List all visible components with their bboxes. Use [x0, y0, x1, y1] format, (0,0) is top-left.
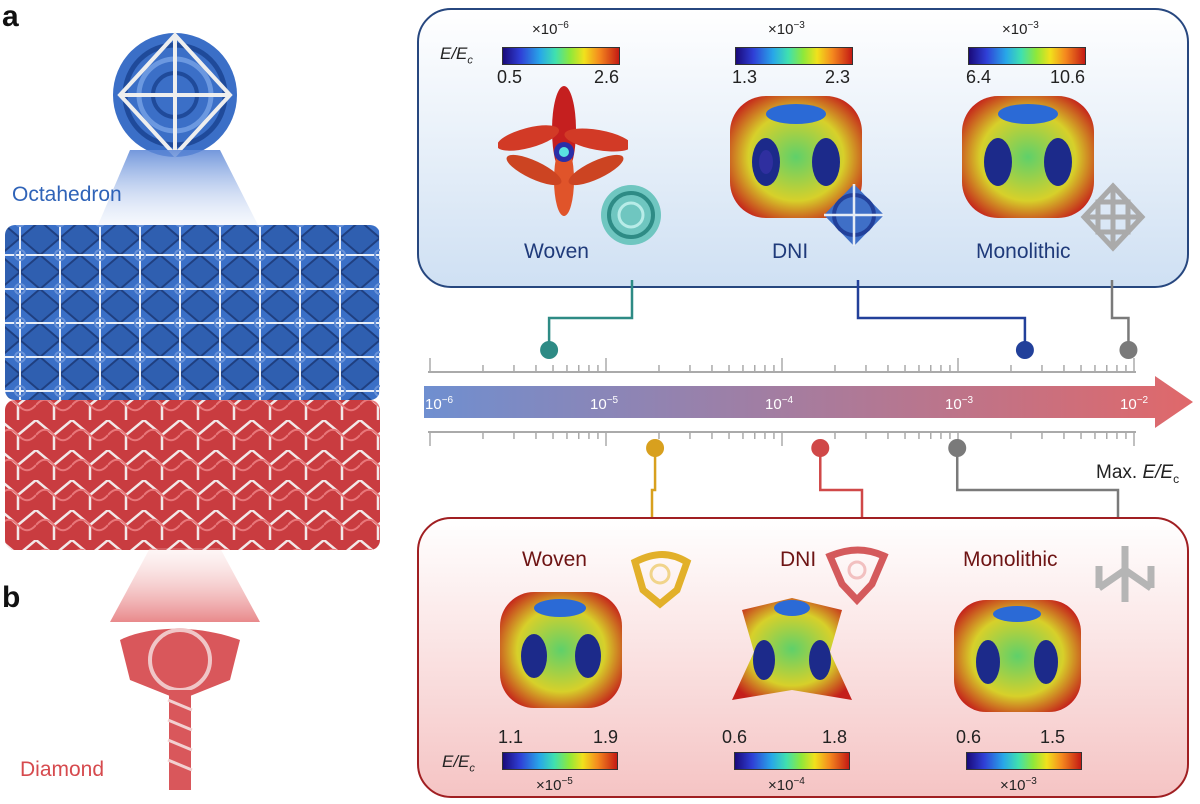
axis-title: Max. E/Ec	[1096, 462, 1180, 486]
bottom-dni-scale: ×10−4	[768, 776, 805, 794]
axis-tick-1e-4: 10−4	[765, 395, 794, 413]
bottom-dni-stiffness-surface	[732, 598, 852, 700]
bottom-woven-colorbar	[502, 752, 618, 770]
bottom-dni-name: DNI	[780, 548, 817, 571]
top-woven-max: 2.6	[594, 67, 620, 87]
axis-tick-1e-6: 10−6	[425, 395, 454, 413]
bottom-dni-min: 0.6	[722, 727, 748, 747]
top-monolithic-scale: ×10−3	[1002, 20, 1039, 38]
bottom-woven-marker	[646, 439, 665, 457]
top-dni-colorbar	[735, 47, 853, 65]
bottom-ratio-label: E/Ec	[442, 752, 475, 775]
top-dni-max: 2.3	[825, 67, 851, 87]
diamond-lattice	[5, 400, 380, 550]
top-dni-unit-cell-icon	[824, 184, 884, 246]
bottom-woven-name: Woven	[522, 548, 587, 571]
bottom-monolithic-marker	[948, 439, 967, 457]
top-woven-unit-cell-icon	[601, 185, 661, 245]
octahedron-unit-cell-icon	[113, 32, 237, 158]
top-monolithic-colorbar	[968, 47, 1086, 65]
top-dni-marker-leader	[856, 280, 1027, 350]
top-woven-marker	[540, 341, 559, 359]
top-dni-marker	[1015, 341, 1034, 359]
top-woven-colorbar	[502, 47, 620, 65]
bottom-woven-max: 1.9	[593, 727, 619, 747]
top-monolithic-stiffness-surface	[962, 96, 1094, 218]
top-woven-name: Woven	[524, 240, 589, 263]
axis-tick-1e-2: 10−2	[1120, 395, 1149, 413]
top-monolithic-min: 6.4	[966, 67, 992, 87]
octahedron-lattice	[5, 225, 380, 400]
bottom-woven-scale: ×10−5	[536, 776, 573, 794]
panel-label-b: b	[2, 581, 21, 614]
top-monolithic-unit-cell-icon	[1080, 182, 1146, 252]
top-dni-scale: ×10−3	[768, 20, 805, 38]
top-woven-stiffness-surface	[498, 86, 628, 216]
top-dni-stiffness-surface	[730, 96, 862, 218]
top-woven-min: 0.5	[497, 67, 523, 87]
top-woven-scale: ×10−6	[532, 20, 569, 38]
panel-label-a: a	[2, 0, 19, 33]
bottom-woven-stiffness-surface	[500, 592, 622, 708]
bottom-monolithic-min: 0.6	[956, 727, 982, 747]
axis-arrow	[424, 376, 1193, 428]
top-dni-name: DNI	[772, 240, 809, 263]
top-monolithic-name: Monolithic	[976, 240, 1071, 263]
top-woven-marker-leader	[547, 280, 634, 350]
bottom-monolithic-colorbar	[966, 752, 1082, 770]
diamond-unit-cell-icon	[120, 628, 240, 790]
bottom-dni-marker	[811, 439, 830, 457]
lattice-illustration	[5, 32, 380, 790]
diamond-label: Diamond	[20, 758, 105, 781]
bottom-dni-unit-cell-icon	[825, 546, 889, 606]
bottom-monolithic-unit-cell-icon	[1095, 546, 1155, 602]
axis-tick-1e-3: 10−3	[945, 395, 974, 413]
bottom-monolithic-scale: ×10−3	[1000, 776, 1037, 794]
top-monolithic-marker-leader	[1110, 280, 1130, 350]
bottom-monolithic-max: 1.5	[1040, 727, 1066, 747]
bottom-woven-min: 1.1	[498, 727, 524, 747]
top-ratio-label: E/Ec	[440, 44, 473, 67]
top-monolithic-marker	[1119, 341, 1138, 359]
top-dni-min: 1.3	[732, 67, 758, 87]
bottom-monolithic-name: Monolithic	[963, 548, 1058, 571]
bottom-dni-colorbar	[734, 752, 850, 770]
octahedron-label: Octahedron	[12, 183, 122, 206]
bottom-monolithic-stiffness-surface	[954, 600, 1081, 712]
top-monolithic-max: 10.6	[1050, 67, 1086, 87]
bottom-dni-max: 1.8	[822, 727, 848, 747]
bottom-woven-unit-cell-icon	[630, 551, 692, 609]
axis-tick-1e-5: 10−5	[590, 395, 619, 413]
